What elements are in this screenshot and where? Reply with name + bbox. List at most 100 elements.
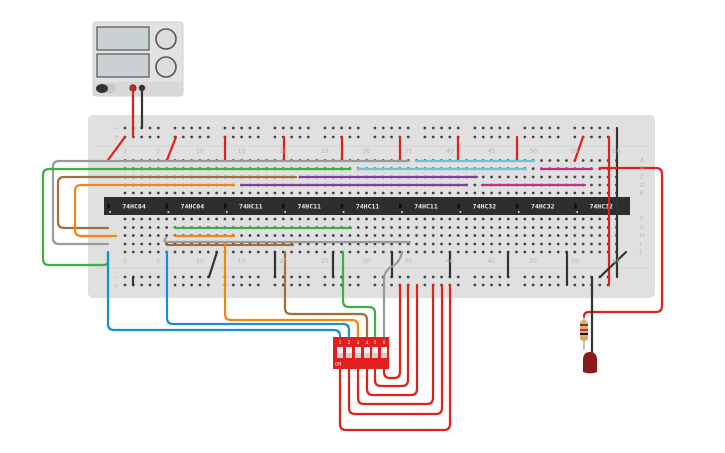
rail-hole[interactable]: [548, 283, 552, 287]
breadboard-hole[interactable]: [540, 226, 543, 229]
breadboard-hole[interactable]: [256, 191, 260, 195]
breadboard-hole[interactable]: [181, 191, 185, 195]
breadboard-hole[interactable]: [231, 191, 235, 195]
rail-hole[interactable]: [356, 275, 360, 279]
rail-hole[interactable]: [273, 126, 277, 130]
breadboard-hole[interactable]: [398, 242, 402, 246]
breadboard-hole[interactable]: [431, 242, 435, 246]
rail-hole[interactable]: [256, 126, 260, 130]
breadboard-hole[interactable]: [181, 217, 185, 221]
rail-hole[interactable]: [290, 126, 293, 130]
breadboard-hole[interactable]: [381, 217, 385, 221]
breadboard-hole[interactable]: [590, 183, 593, 187]
breadboard-hole[interactable]: [340, 242, 343, 246]
rail-hole[interactable]: [523, 275, 527, 279]
rail-hole[interactable]: [598, 283, 602, 287]
breadboard-hole[interactable]: [598, 242, 602, 246]
breadboard-hole[interactable]: [548, 242, 552, 246]
breadboard-hole[interactable]: [431, 226, 435, 229]
breadboard-hole[interactable]: [315, 242, 318, 246]
breadboard-hole[interactable]: [123, 234, 127, 237]
breadboard-hole[interactable]: [531, 234, 535, 237]
breadboard-hole[interactable]: [523, 242, 527, 246]
rail-hole[interactable]: [423, 135, 427, 139]
breadboard-hole[interactable]: [140, 234, 144, 237]
breadboard-hole[interactable]: [565, 175, 568, 179]
breadboard-hole[interactable]: [548, 250, 552, 254]
breadboard-hole[interactable]: [365, 217, 368, 221]
breadboard-hole[interactable]: [198, 217, 202, 221]
breadboard-hole[interactable]: [481, 234, 485, 237]
breadboard-hole[interactable]: [531, 226, 535, 229]
rail-hole[interactable]: [356, 135, 360, 139]
breadboard-hole[interactable]: [348, 191, 352, 195]
breadboard-hole[interactable]: [173, 250, 177, 254]
breadboard-hole[interactable]: [398, 234, 402, 237]
breadboard-hole[interactable]: [381, 226, 385, 229]
breadboard-hole[interactable]: [165, 191, 169, 195]
breadboard-hole[interactable]: [331, 242, 335, 246]
breadboard-hole[interactable]: [581, 217, 585, 221]
rail-hole[interactable]: [406, 275, 410, 279]
breadboard-hole[interactable]: [390, 242, 393, 246]
breadboard-hole[interactable]: [323, 234, 327, 237]
breadboard-hole[interactable]: [190, 250, 194, 254]
breadboard-hole[interactable]: [398, 250, 402, 254]
breadboard-hole[interactable]: [390, 217, 393, 221]
rail-hole[interactable]: [206, 126, 210, 130]
breadboard-hole[interactable]: [173, 191, 177, 195]
rail-hole[interactable]: [198, 275, 202, 279]
breadboard-hole[interactable]: [498, 226, 502, 229]
breadboard-hole[interactable]: [123, 191, 127, 195]
breadboard-hole[interactable]: [298, 250, 302, 254]
breadboard-hole[interactable]: [565, 234, 568, 237]
rail-hole[interactable]: [556, 283, 560, 287]
breadboard-hole[interactable]: [498, 242, 502, 246]
rail-hole[interactable]: [356, 283, 360, 287]
breadboard-hole[interactable]: [540, 242, 543, 246]
current-knob[interactable]: [155, 56, 177, 78]
rail-hole[interactable]: [256, 283, 260, 287]
rail-hole[interactable]: [373, 283, 377, 287]
rail-hole[interactable]: [231, 126, 235, 130]
rail-hole[interactable]: [481, 126, 485, 130]
rail-hole[interactable]: [181, 275, 185, 279]
wire-red[interactable]: [373, 283, 410, 388]
breadboard-hole[interactable]: [131, 191, 135, 195]
breadboard-hole[interactable]: [415, 242, 418, 246]
wire-red[interactable]: [338, 283, 452, 432]
rail-hole[interactable]: [290, 275, 293, 279]
breadboard-hole[interactable]: [465, 217, 468, 221]
breadboard-hole[interactable]: [440, 242, 443, 246]
breadboard-hole[interactable]: [456, 217, 460, 221]
breadboard-hole[interactable]: [498, 217, 502, 221]
breadboard-hole[interactable]: [490, 242, 493, 246]
breadboard-hole[interactable]: [590, 191, 593, 195]
rail-hole[interactable]: [156, 126, 160, 130]
breadboard-hole[interactable]: [540, 234, 543, 237]
breadboard-hole[interactable]: [398, 226, 402, 229]
rail-hole[interactable]: [431, 275, 435, 279]
rail-hole[interactable]: [298, 283, 302, 287]
breadboard-hole[interactable]: [306, 250, 310, 254]
breadboard-hole[interactable]: [148, 234, 152, 237]
breadboard-hole[interactable]: [556, 234, 560, 237]
rail-hole[interactable]: [223, 126, 227, 130]
rail-hole[interactable]: [156, 283, 160, 287]
rail-hole[interactable]: [198, 126, 202, 130]
breadboard-hole[interactable]: [448, 242, 452, 246]
breadboard-hole[interactable]: [281, 191, 285, 195]
dip-toggle[interactable]: [364, 347, 370, 358]
rail-hole[interactable]: [498, 275, 502, 279]
breadboard-hole[interactable]: [490, 191, 493, 195]
breadboard-hole[interactable]: [290, 250, 293, 254]
breadboard-hole[interactable]: [448, 234, 452, 237]
breadboard-hole[interactable]: [240, 250, 244, 254]
breadboard-hole[interactable]: [356, 191, 360, 195]
rail-hole[interactable]: [231, 283, 235, 287]
breadboard-hole[interactable]: [306, 234, 310, 237]
breadboard-hole[interactable]: [248, 250, 252, 254]
rail-hole[interactable]: [573, 126, 577, 130]
rail-hole[interactable]: [531, 135, 535, 139]
rail-hole[interactable]: [148, 126, 152, 130]
